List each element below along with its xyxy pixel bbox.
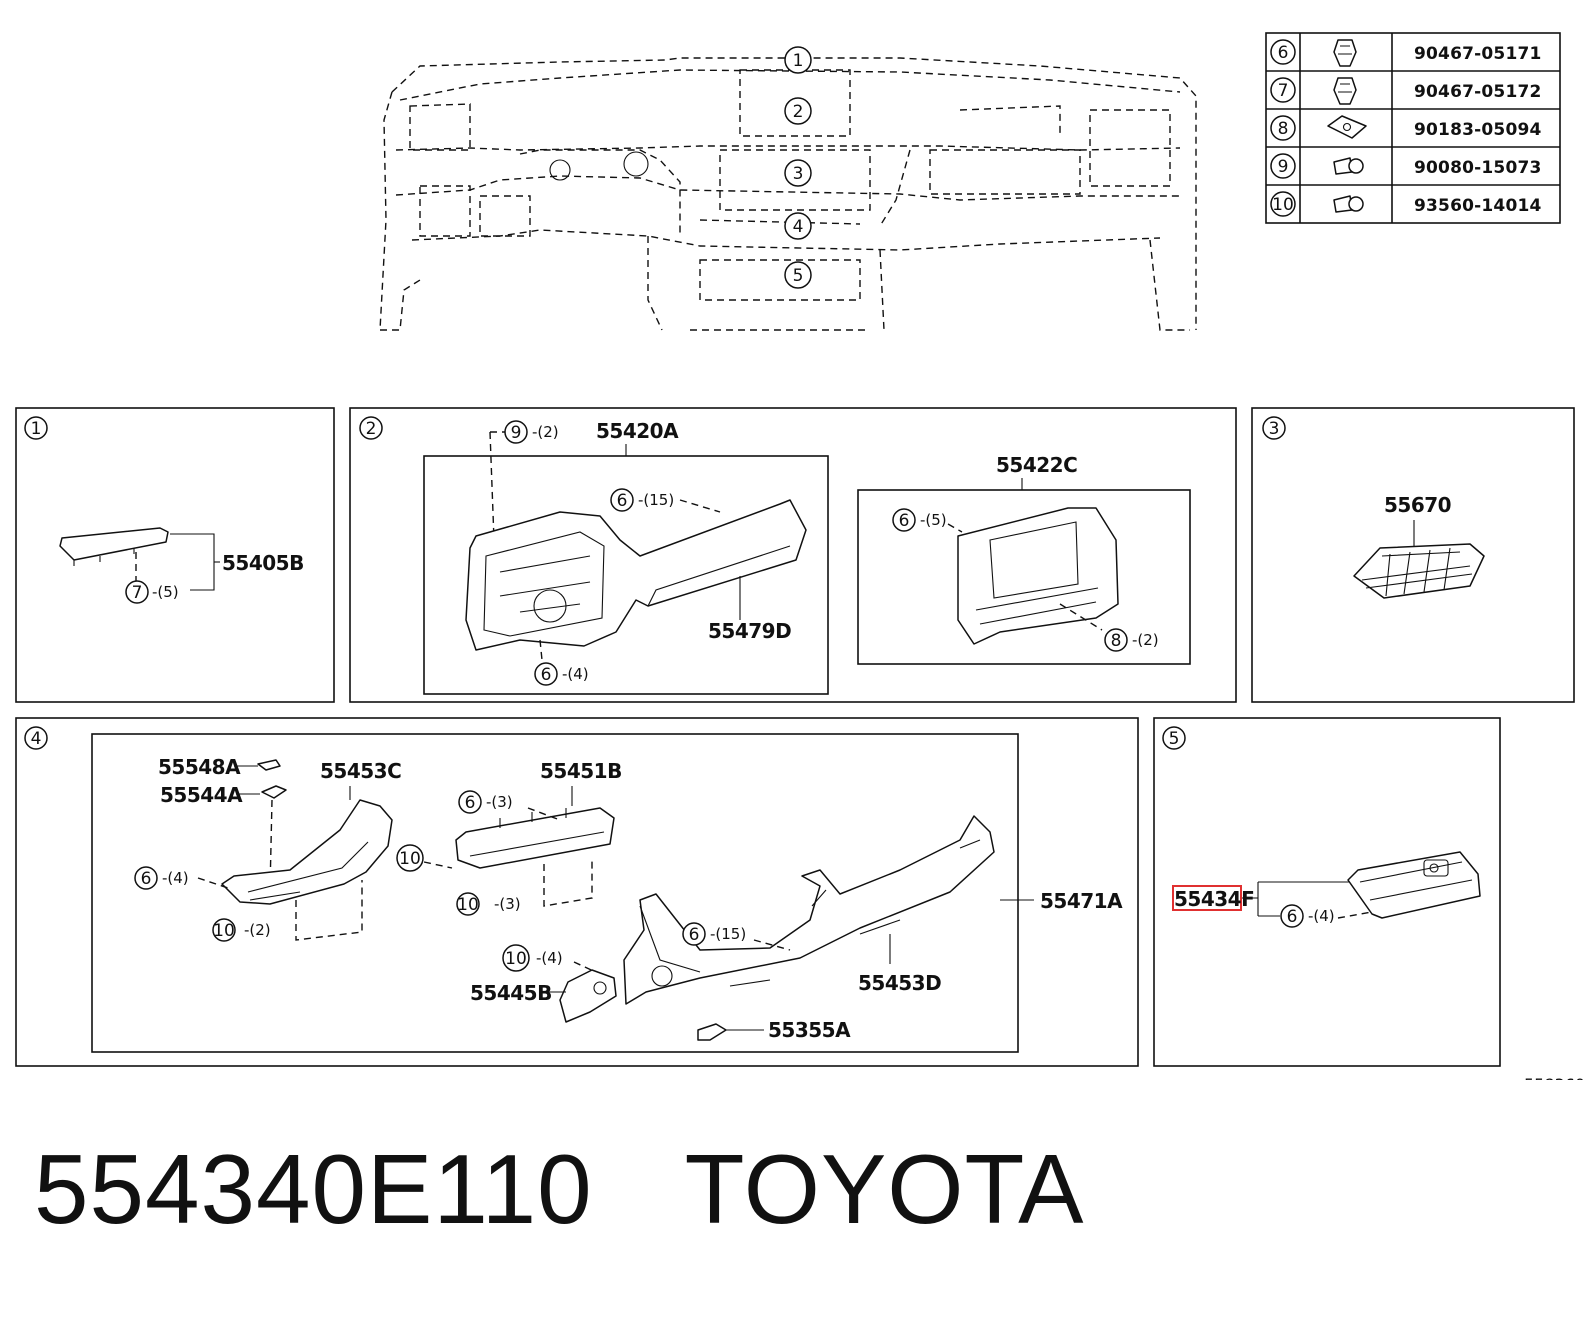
caption-part-number: 554340E110 — [34, 1134, 593, 1244]
svg-text:6: 6 — [1287, 907, 1298, 927]
part-label-55405b: 55405B — [222, 551, 304, 575]
panel-part-55355a — [697, 1023, 727, 1041]
svg-text:6: 6 — [899, 511, 910, 531]
svg-text:10: 10 — [213, 921, 235, 941]
svg-text:1: 1 — [31, 419, 42, 439]
part-label-55471a: 55471A — [1040, 889, 1123, 913]
part-label-55479d: 55479D — [708, 619, 791, 643]
clip-icon — [1333, 77, 1357, 105]
screw-icon — [1333, 157, 1364, 175]
garnish-part-55405b — [59, 527, 169, 566]
svg-text:2: 2 — [366, 419, 377, 439]
parts-diagram: .ln { fill:none; stroke:#111; stroke-wid… — [15, 32, 1585, 1080]
svg-text:7: 7 — [1278, 81, 1289, 101]
panel-part-55420a — [465, 499, 807, 651]
svg-text:-(3): -(3) — [494, 895, 521, 913]
svg-text:-(4): -(4) — [562, 665, 589, 683]
overview-callout-2: 2 — [784, 97, 812, 125]
svg-text:90467-05171: 90467-05171 — [1414, 44, 1542, 64]
svg-text:6: 6 — [541, 665, 552, 685]
svg-text:5: 5 — [1169, 729, 1180, 749]
svg-text:3: 3 — [793, 164, 804, 184]
panel-part-55434f — [1347, 851, 1481, 919]
caption-brand: TOYOTA — [684, 1134, 1085, 1244]
fastener-row: 7 90467-05172 — [1270, 77, 1542, 105]
svg-text:10: 10 — [505, 949, 527, 969]
fastener-row: 6 90467-05171 — [1270, 39, 1542, 67]
panel-part-55453c — [221, 799, 393, 905]
svg-text:-(2): -(2) — [244, 921, 271, 939]
svg-text:6: 6 — [141, 869, 152, 889]
diagram-id: 558360 — [1524, 1075, 1585, 1080]
svg-text:4: 4 — [31, 729, 42, 749]
part-label-55453c: 55453C — [320, 759, 401, 783]
overview-callout-4: 4 — [784, 212, 812, 240]
svg-text:-(5): -(5) — [920, 511, 947, 529]
detail-panel-5: 5 55434F 6 -(4) — [1153, 717, 1501, 1067]
highlight-box — [1172, 885, 1242, 911]
svg-text:2: 2 — [793, 102, 804, 122]
svg-text:-(15): -(15) — [710, 925, 746, 943]
svg-text:10: 10 — [457, 895, 479, 915]
svg-text:6: 6 — [1278, 43, 1289, 63]
detail-panel-2: 2 55420A 9 -(2) 6 -(15) 55479D 6 -(4) 55… — [349, 407, 1237, 703]
svg-text:90183-05094: 90183-05094 — [1414, 120, 1542, 140]
vent-part-55670 — [1353, 543, 1485, 599]
svg-text:-(15): -(15) — [638, 491, 674, 509]
svg-text:8: 8 — [1111, 631, 1122, 651]
part-label-55422c: 55422C — [996, 453, 1077, 477]
svg-text:8: 8 — [1278, 119, 1289, 139]
svg-text:-(4): -(4) — [162, 869, 189, 887]
bezel-part-55422c — [957, 507, 1119, 645]
svg-text:90080-15073: 90080-15073 — [1414, 158, 1542, 178]
svg-text:-(5): -(5) — [152, 583, 179, 601]
fastener-row: 8 90183-05094 — [1270, 115, 1542, 141]
svg-text:6: 6 — [617, 491, 628, 511]
overview-callout-3: 3 — [784, 159, 812, 187]
svg-text:9: 9 — [1278, 157, 1289, 177]
clip-icon — [1333, 39, 1357, 67]
dashboard-overview — [379, 57, 1197, 331]
svg-text:7: 7 — [132, 583, 143, 603]
svg-text:-(2): -(2) — [532, 423, 559, 441]
panel-part-55451b — [455, 807, 615, 869]
part-label-55355a: 55355A — [768, 1018, 851, 1042]
svg-text:6: 6 — [689, 925, 700, 945]
svg-text:-(4): -(4) — [1308, 907, 1335, 925]
svg-text:-(3): -(3) — [486, 793, 513, 811]
detail-panel-3: 3 55670 — [1251, 407, 1575, 703]
part-label-55544a: 55544A — [160, 783, 243, 807]
fastener-row: 9 90080-15073 — [1270, 153, 1542, 179]
svg-text:10: 10 — [399, 849, 421, 869]
svg-text:-(4): -(4) — [536, 949, 563, 967]
part-label-55451b: 55451B — [540, 759, 622, 783]
part-label-55548a: 55548A — [158, 755, 241, 779]
overview-callout-1: 1 — [784, 46, 812, 74]
panel-part-55445b — [559, 969, 617, 1023]
svg-text:5: 5 — [793, 266, 804, 286]
nut-clip-icon — [1327, 115, 1367, 139]
part-label-55670: 55670 — [1384, 493, 1451, 517]
fastener-row: 10 93560-14014 — [1270, 191, 1542, 217]
part-label-55434f: 55434F — [1174, 887, 1254, 911]
part-label-55453d: 55453D — [858, 971, 941, 995]
part-label-55420a: 55420A — [596, 419, 679, 443]
screw-icon — [1333, 195, 1364, 213]
svg-text:9: 9 — [511, 423, 522, 443]
svg-text:10: 10 — [1272, 195, 1294, 215]
overview-callout-5: 5 — [784, 261, 812, 289]
detail-panel-4: 4 55548A 55544A 55453C 6 -(4) 10 -(2) 55… — [15, 717, 1139, 1067]
fastener-table: 6 90467-05171 7 90467-05172 8 90183-0509 — [1265, 32, 1561, 224]
svg-text:4: 4 — [793, 217, 804, 237]
svg-text:90467-05172: 90467-05172 — [1414, 82, 1542, 102]
svg-text:1: 1 — [793, 51, 804, 71]
detail-panel-1: 1 55405B 7 -(5) — [15, 407, 335, 703]
part-label-55445b: 55445B — [470, 981, 552, 1005]
svg-text:-(2): -(2) — [1132, 631, 1159, 649]
svg-text:6: 6 — [465, 793, 476, 813]
svg-text:3: 3 — [1269, 419, 1280, 439]
svg-text:93560-14014: 93560-14014 — [1414, 196, 1542, 216]
